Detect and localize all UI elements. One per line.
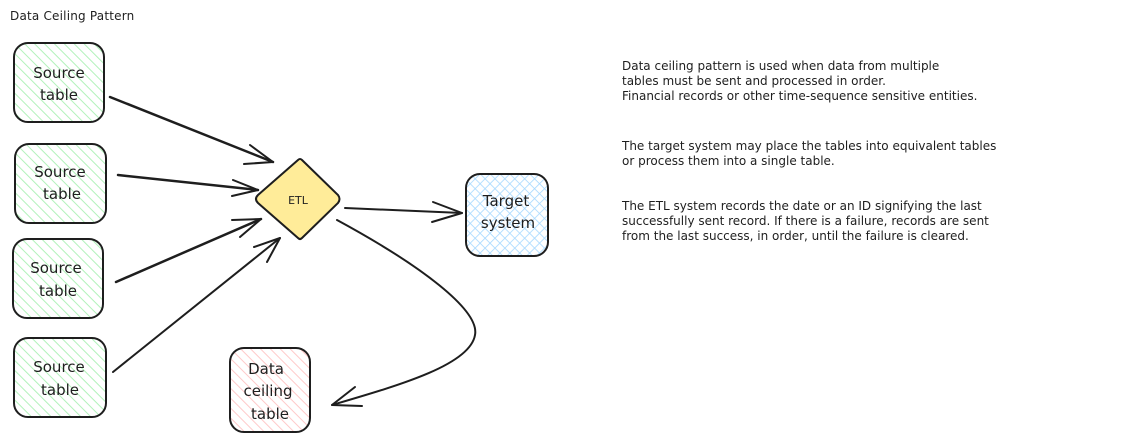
node-target-system[interactable]: Target system <box>465 173 549 257</box>
arrow-source3-to-etl <box>114 217 263 284</box>
node-source-table-3[interactable]: Source table <box>12 238 104 319</box>
arrow-source2-to-etl <box>116 173 260 197</box>
arrow-source4-to-etl <box>112 237 281 373</box>
node-label: system <box>481 214 535 232</box>
arrow-etl-to-target <box>344 201 463 223</box>
diagram-title: Data Ceiling Pattern <box>10 9 135 23</box>
node-source-table-2[interactable]: Source table <box>14 143 107 224</box>
node-label: table <box>251 405 289 423</box>
node-label: table <box>39 282 77 300</box>
node-label: Source <box>34 163 86 181</box>
node-label: Source <box>33 64 85 82</box>
arrow-source1-to-etl <box>108 95 275 165</box>
description-paragraph-3: The ETL system records the date or an ID… <box>622 199 989 243</box>
node-etl[interactable]: ETL <box>255 158 341 240</box>
node-label: Data <box>248 360 284 378</box>
node-label: ETL <box>288 194 309 207</box>
node-label: table <box>41 381 79 399</box>
node-source-table-4[interactable]: Source table <box>13 337 107 418</box>
description-paragraph-2: The target system may place the tables i… <box>622 139 997 168</box>
node-label: Source <box>30 259 82 277</box>
node-data-ceiling-table[interactable]: Data ceiling table <box>229 347 311 433</box>
description-paragraph-1: Data ceiling pattern is used when data f… <box>622 59 978 103</box>
arrow-etl-to-ceiling <box>331 219 477 407</box>
node-label: Target <box>482 192 530 210</box>
node-label: Source <box>33 358 85 376</box>
node-label: ceiling <box>243 382 292 400</box>
node-label: table <box>43 185 81 203</box>
node-source-table-1[interactable]: Source table <box>13 42 105 123</box>
node-label: table <box>40 86 78 104</box>
